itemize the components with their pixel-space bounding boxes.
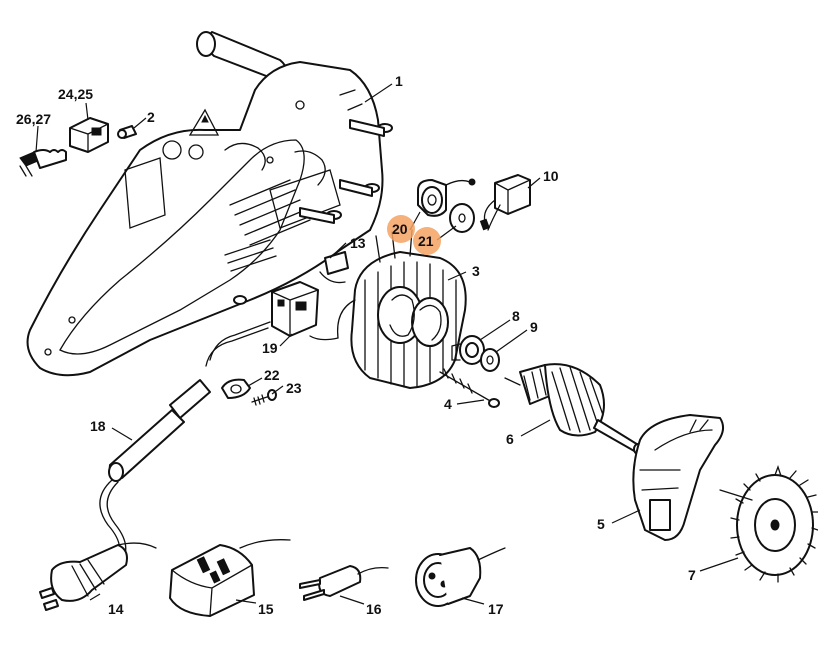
pin-part-2	[117, 125, 137, 139]
label-part-26-27: 26,27	[16, 111, 51, 127]
label-part-17: 17	[488, 601, 504, 617]
gear-part-7	[719, 465, 818, 583]
label-part-19: 19	[262, 340, 278, 356]
label-part-10: 10	[543, 168, 559, 184]
screw-part-23	[251, 389, 277, 406]
label-part-22: 22	[264, 367, 280, 383]
part-labels: 1 2 24,25 26,27 10 13 3 8 9 19 22 23 4 1…	[16, 73, 696, 617]
carbon-brush-part-26-27	[19, 149, 67, 177]
label-part-1: 1	[395, 73, 403, 89]
highlight-marker-20	[387, 215, 415, 243]
stator-part-3	[309, 229, 467, 389]
label-part-23: 23	[286, 380, 302, 396]
label-part-24-25: 24,25	[58, 86, 93, 102]
cover-part-5	[632, 414, 725, 541]
label-part-2: 2	[147, 109, 155, 125]
label-part-9: 9	[530, 319, 538, 335]
label-part-13: 13	[350, 235, 366, 251]
armature-part-6	[504, 363, 643, 455]
suppressor-part-20-21	[417, 178, 476, 233]
bearing-part-8	[451, 335, 485, 365]
label-part-21: 21	[418, 233, 434, 249]
schuko-plug-part-14	[39, 542, 157, 611]
cable-clamp-part-22	[221, 378, 251, 399]
switch-part-10	[479, 174, 531, 231]
label-part-3: 3	[472, 263, 480, 279]
round-connector-part-17	[415, 547, 506, 607]
uk-plug-part-15	[169, 539, 291, 617]
label-part-15: 15	[258, 601, 274, 617]
label-part-20: 20	[392, 221, 408, 237]
label-part-7: 7	[688, 567, 696, 583]
label-part-18: 18	[90, 418, 106, 434]
highlight-marker-21	[413, 227, 441, 255]
label-part-8: 8	[512, 308, 520, 324]
euro-plug-part-16	[299, 565, 389, 601]
washer-part-9	[480, 348, 500, 372]
bolt-part-4	[439, 368, 500, 408]
housing-part-1	[26, 31, 393, 377]
brush-holder-part-24-25	[69, 117, 109, 153]
power-cable-part-18	[99, 321, 271, 569]
label-part-6: 6	[506, 431, 514, 447]
label-part-4: 4	[444, 396, 452, 412]
label-part-5: 5	[597, 516, 605, 532]
leader-lines	[35, 83, 739, 605]
terminal-block-part-19	[271, 281, 319, 337]
label-part-16: 16	[366, 601, 382, 617]
label-part-14: 14	[108, 601, 124, 617]
